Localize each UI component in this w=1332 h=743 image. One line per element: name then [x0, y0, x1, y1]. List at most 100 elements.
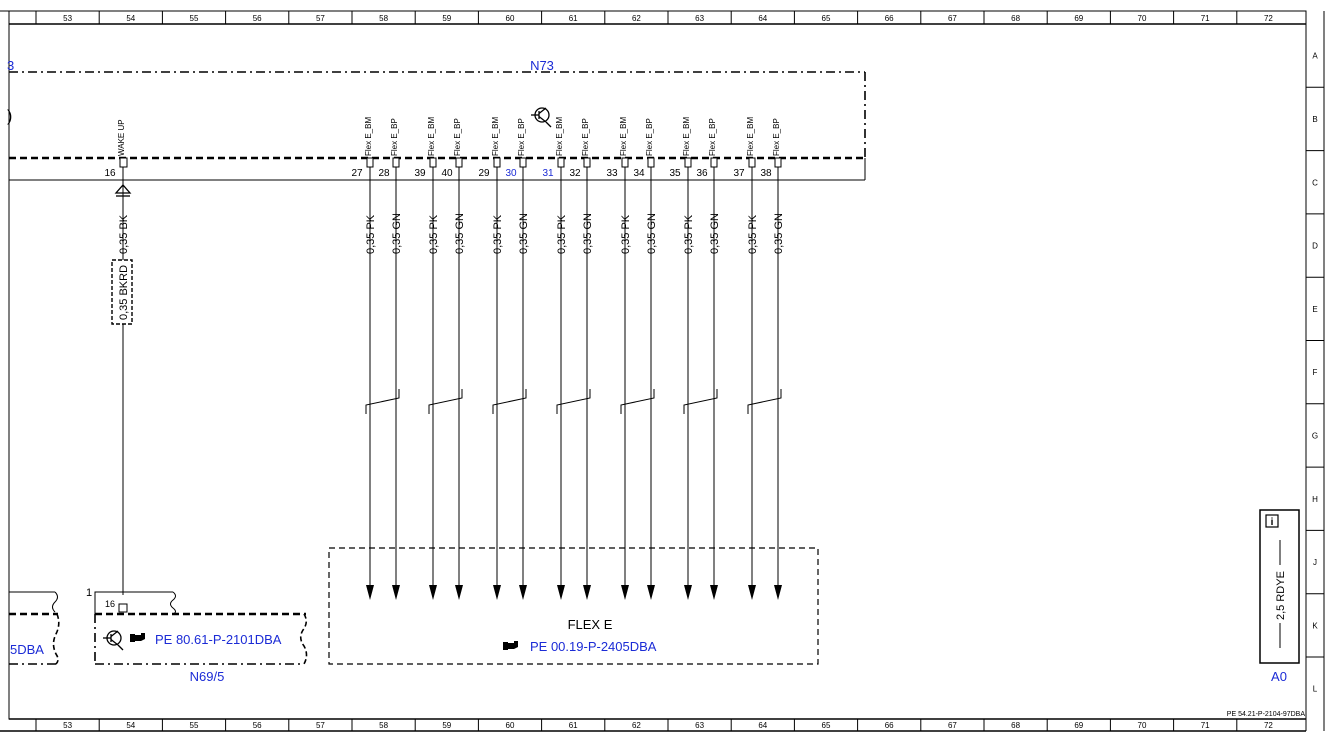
column-number: 66: [885, 721, 894, 730]
flex-wire-label: 0,35 PK: [492, 214, 504, 254]
column-number: 56: [253, 14, 262, 23]
column-number: 61: [569, 14, 578, 23]
row-letter: H: [1312, 495, 1318, 504]
row-letter: J: [1313, 558, 1317, 567]
row-letter: G: [1312, 431, 1318, 440]
column-number: 63: [695, 721, 704, 730]
wire-arrow-icon: [710, 585, 718, 600]
flex-wire-label: 0,35 GN: [709, 213, 721, 254]
wire-arrow-icon: [557, 585, 565, 600]
wire-arrow-icon: [748, 585, 756, 600]
flex-wire-label: 0,35 PK: [428, 214, 440, 254]
ecu-symbol-icon: [531, 107, 552, 128]
column-number: 56: [253, 721, 262, 730]
flex-e-title: FLEX E: [568, 617, 613, 632]
wire-arrow-icon: [519, 585, 527, 600]
wire-arrow-icon: [392, 585, 400, 600]
column-number: 62: [632, 14, 641, 23]
column-number: 69: [1074, 721, 1083, 730]
flex-pin-number: 35: [669, 168, 681, 179]
flex-pin-number: 33: [606, 168, 618, 179]
flex-wire-label: 0,35 GN: [773, 213, 785, 254]
flex-pin-label: Flex E_BM: [555, 117, 564, 156]
flex-pin-number: 38: [760, 168, 772, 179]
column-number: 70: [1138, 721, 1147, 730]
flex-wire-label: 0,35 GN: [582, 213, 594, 254]
flex-wire-label: 0,35 PK: [365, 214, 377, 254]
column-number: 71: [1201, 14, 1210, 23]
column-number: 63: [695, 14, 704, 23]
flex-pin-number: 37: [733, 168, 745, 179]
wake-up-pin-label: WAKE UP: [117, 119, 126, 156]
flex-e-ref-link[interactable]: PE 00.19-P-2405DBA: [530, 639, 657, 654]
module-left-mark: ): [7, 108, 12, 125]
wake-up-sleeve-label: 0,35 BKRD: [118, 265, 130, 320]
column-number: 69: [1074, 14, 1083, 23]
column-number: 59: [442, 721, 451, 730]
row-letter: D: [1312, 242, 1318, 251]
column-number: 67: [948, 14, 957, 23]
twisted-pair-mark: [492, 389, 527, 414]
wire-sleeve: [111, 259, 133, 325]
twisted-pair-mark: [683, 389, 718, 414]
column-number: 64: [758, 14, 767, 23]
flex-pin-label: Flex E_BP: [390, 118, 399, 156]
flex-wire-label: 0,35 PK: [556, 214, 568, 254]
column-number: 58: [379, 721, 388, 730]
flex-pin-number: 40: [441, 168, 453, 179]
column-number: 68: [1011, 14, 1020, 23]
n69-ecu-symbol-icon: [103, 630, 124, 651]
wake-up-arrow-icon: [114, 184, 132, 194]
wire-arrow-icon: [366, 585, 374, 600]
flex-pin-label: Flex E_BM: [619, 117, 628, 156]
left-ref-link[interactable]: 5DBA: [10, 642, 44, 657]
flex-pin-36: Flex E_BP 36 0,35 GN: [696, 118, 721, 600]
a0-wire-label: 2,5 RDYE: [1275, 571, 1287, 620]
twisted-pair-mark: [556, 389, 591, 414]
column-number: 55: [190, 721, 199, 730]
flex-pin-label: Flex E_BM: [682, 117, 691, 156]
column-number: 54: [126, 721, 135, 730]
flex-pin-number: 29: [478, 168, 490, 179]
column-number: 60: [506, 14, 515, 23]
flex-pin-label: Flex E_BP: [708, 118, 717, 156]
flex-pin-number: 39: [414, 168, 426, 179]
row-letter: K: [1312, 621, 1318, 630]
wake-up-pin: WAKE UP 16 0,35 BK 0,35 BKRD: [104, 119, 133, 595]
flex-pin-number: 27: [351, 168, 363, 179]
row-letter: L: [1313, 685, 1318, 694]
n69-ref-link[interactable]: PE 80.61-P-2101DBA: [155, 632, 282, 647]
module-left-ref: 3: [7, 58, 14, 73]
column-number: 58: [379, 14, 388, 23]
info-icon[interactable]: [1265, 514, 1279, 528]
wire-arrow-icon: [774, 585, 782, 600]
flex-pin-label: Flex E_BM: [491, 117, 500, 156]
column-number: 59: [442, 14, 451, 23]
column-number: 65: [822, 721, 831, 730]
flex-pin-number: 36: [696, 168, 708, 179]
twisted-pair-mark: [365, 389, 400, 414]
flex-wire-label: 0,35 GN: [391, 213, 403, 254]
column-number: 54: [126, 14, 135, 23]
wire-arrow-icon: [647, 585, 655, 600]
wire-arrow-icon: [684, 585, 692, 600]
column-number: 64: [758, 721, 767, 730]
flex-pin-label: Flex E_BP: [453, 118, 462, 156]
flex-pin-number: 30: [505, 168, 517, 179]
wire-arrow-icon: [621, 585, 629, 600]
flex-pin-number: 34: [633, 168, 645, 179]
flex-pin-label: Flex E_BP: [645, 118, 654, 156]
flex-pin-29: Flex E_BM 29 0,35 PK: [478, 117, 504, 600]
flex-wire-label: 0,35 PK: [747, 214, 759, 254]
wire-arrow-icon: [583, 585, 591, 600]
